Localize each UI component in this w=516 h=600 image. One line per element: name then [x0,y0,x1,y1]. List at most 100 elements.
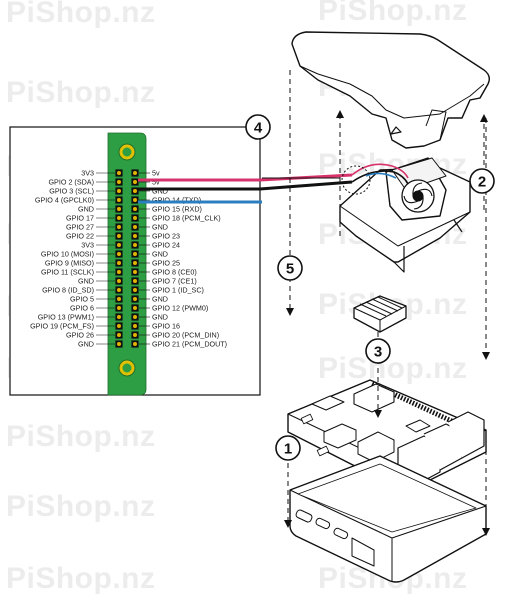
gpio-right-label: GND [152,223,168,232]
fan-top-face [391,157,447,191]
watermark: PiShop.nz [6,0,156,29]
gpio-left-label: GND [78,205,94,214]
gpio-right-label: GPIO 21 (PCM_DOUT) [152,340,227,349]
fan-cable-blue [365,172,397,179]
gpio-left-label: GPIO 13 (PWM1) [38,313,94,322]
gpio-pin-contact [117,171,121,175]
gpio-right-label: GPIO 20 (PCM_DIN) [152,331,219,340]
gpio-pin-contact [133,234,137,238]
gpio-pin-contact [117,279,121,283]
heatsink-body [353,295,407,333]
gpio-left-label: GPIO 2 (SDA) [48,178,94,187]
step-number: 2 [478,174,486,191]
gpio-right-label: GPIO 14 (TXD) [152,196,201,205]
gpio-pin-contact [133,324,137,328]
gpio-pin-contact [133,198,137,202]
gpio-right-label: GPIO 1 (ID_SC) [152,286,204,295]
base-port-cutout-2 [315,517,331,530]
gpio-right-label: GND [152,250,168,259]
gpio-right-label: GND [152,295,168,304]
base-port-cutout-3 [333,527,349,540]
gpio-left-label: GPIO 26 [66,331,94,340]
arrow-up-right [480,114,488,122]
pcb-strip [107,132,147,396]
pi-component-1 [300,413,314,425]
gpio-pin-contact [117,306,121,310]
step-badge-3: 3 [365,338,391,364]
arrow-down-2 [482,352,490,360]
step-number: 1 [284,441,292,458]
gpio-pin-contact [133,270,137,274]
pi-component-2 [316,445,330,457]
case-base [289,455,487,583]
gpio-pin-contact [133,225,137,229]
fan-blades [403,182,433,210]
gpio-left-label: GPIO 6 [70,304,94,313]
gpio-pin-contact [133,261,137,265]
fan-cable-black [351,170,409,185]
gpio-pin-contact [117,180,121,184]
gpio-left-label: GPIO 19 (PCM_FS) [30,322,94,331]
watermark: PiShop.nz [6,420,156,453]
watermark: PiShop.nz [6,490,156,523]
gpio-left-label: GPIO 8 (ID_SD) [42,286,94,295]
heatsink [353,295,407,333]
lid-arrow-mark [390,126,402,135]
gpio-left-label: GPIO 10 (MOSI) [41,250,94,259]
bracket-fold [339,205,471,247]
red-wire [138,173,353,182]
pi-hdmi-port [357,431,395,463]
lid-edge [299,65,485,119]
gpio-right-label: GND [152,313,168,322]
gpio-right-label: GPIO 8 (CE0) [152,268,197,277]
gpio-pin-contact [133,315,137,319]
gpio-pin-contact [117,315,121,319]
gpio-pin-contact [117,297,121,301]
gpio-pin-contact [133,306,137,310]
gpio-right-label: GPIO 23 [152,232,180,241]
gpio-pin-contact [117,225,121,229]
pin-header [115,169,139,348]
mounting-hole-top-inner [122,147,132,157]
watermark: PiShop.nz [318,352,468,385]
fan-hub [412,190,424,202]
gpio-left-label: GPIO 11 (SCLK) [41,268,94,277]
gpio-right-label: GPIO 16 [152,322,180,331]
step-badge-4: 4 [245,114,271,140]
watermark: PiShop.nz [318,0,468,27]
connector-callout-circle [341,165,371,195]
black-wire [138,180,353,191]
bracket-leg-2 [453,219,463,233]
arrow-down-5 [286,308,294,316]
watermark: PiShop.nz [6,76,156,109]
gpio-left-label: GPIO 27 [66,223,94,232]
gpio-left-label: GND [78,277,94,286]
gpio-pin-contact [117,252,121,256]
gpio-left-label: GPIO 22 [66,232,94,241]
gpio-left-label: GPIO 5 [70,295,94,304]
gpio-right-label: GND [152,187,168,196]
gpio-pin-contact [117,324,121,328]
gpio-right-label: GPIO 7 (CE1) [152,277,197,286]
mounting-hole-bottom-inner [122,363,132,373]
step-badge-2: 2 [469,168,495,194]
pi-usbc-port [323,423,357,449]
gpio-right-label: 5v [152,178,160,187]
gpio-pin-contact [133,333,137,337]
gpio-left-label: GPIO 17 [66,214,94,223]
raspberry-pi-board [287,379,487,493]
gpio-pin-contact [117,270,121,274]
watermark: PiShop.nz [6,562,156,595]
gpio-pin-contact [117,288,121,292]
pi-ethernet-port [447,411,485,459]
gpio-left-label: GPIO 9 (MISO) [45,259,94,268]
gpio-right-label: GPIO 25 [152,259,180,268]
lid-body [291,31,491,149]
pi-chip-3 [405,419,431,433]
case-lid [291,31,491,149]
gpio-left-label: GND [78,340,94,349]
gpio-pin-contact [133,279,137,283]
